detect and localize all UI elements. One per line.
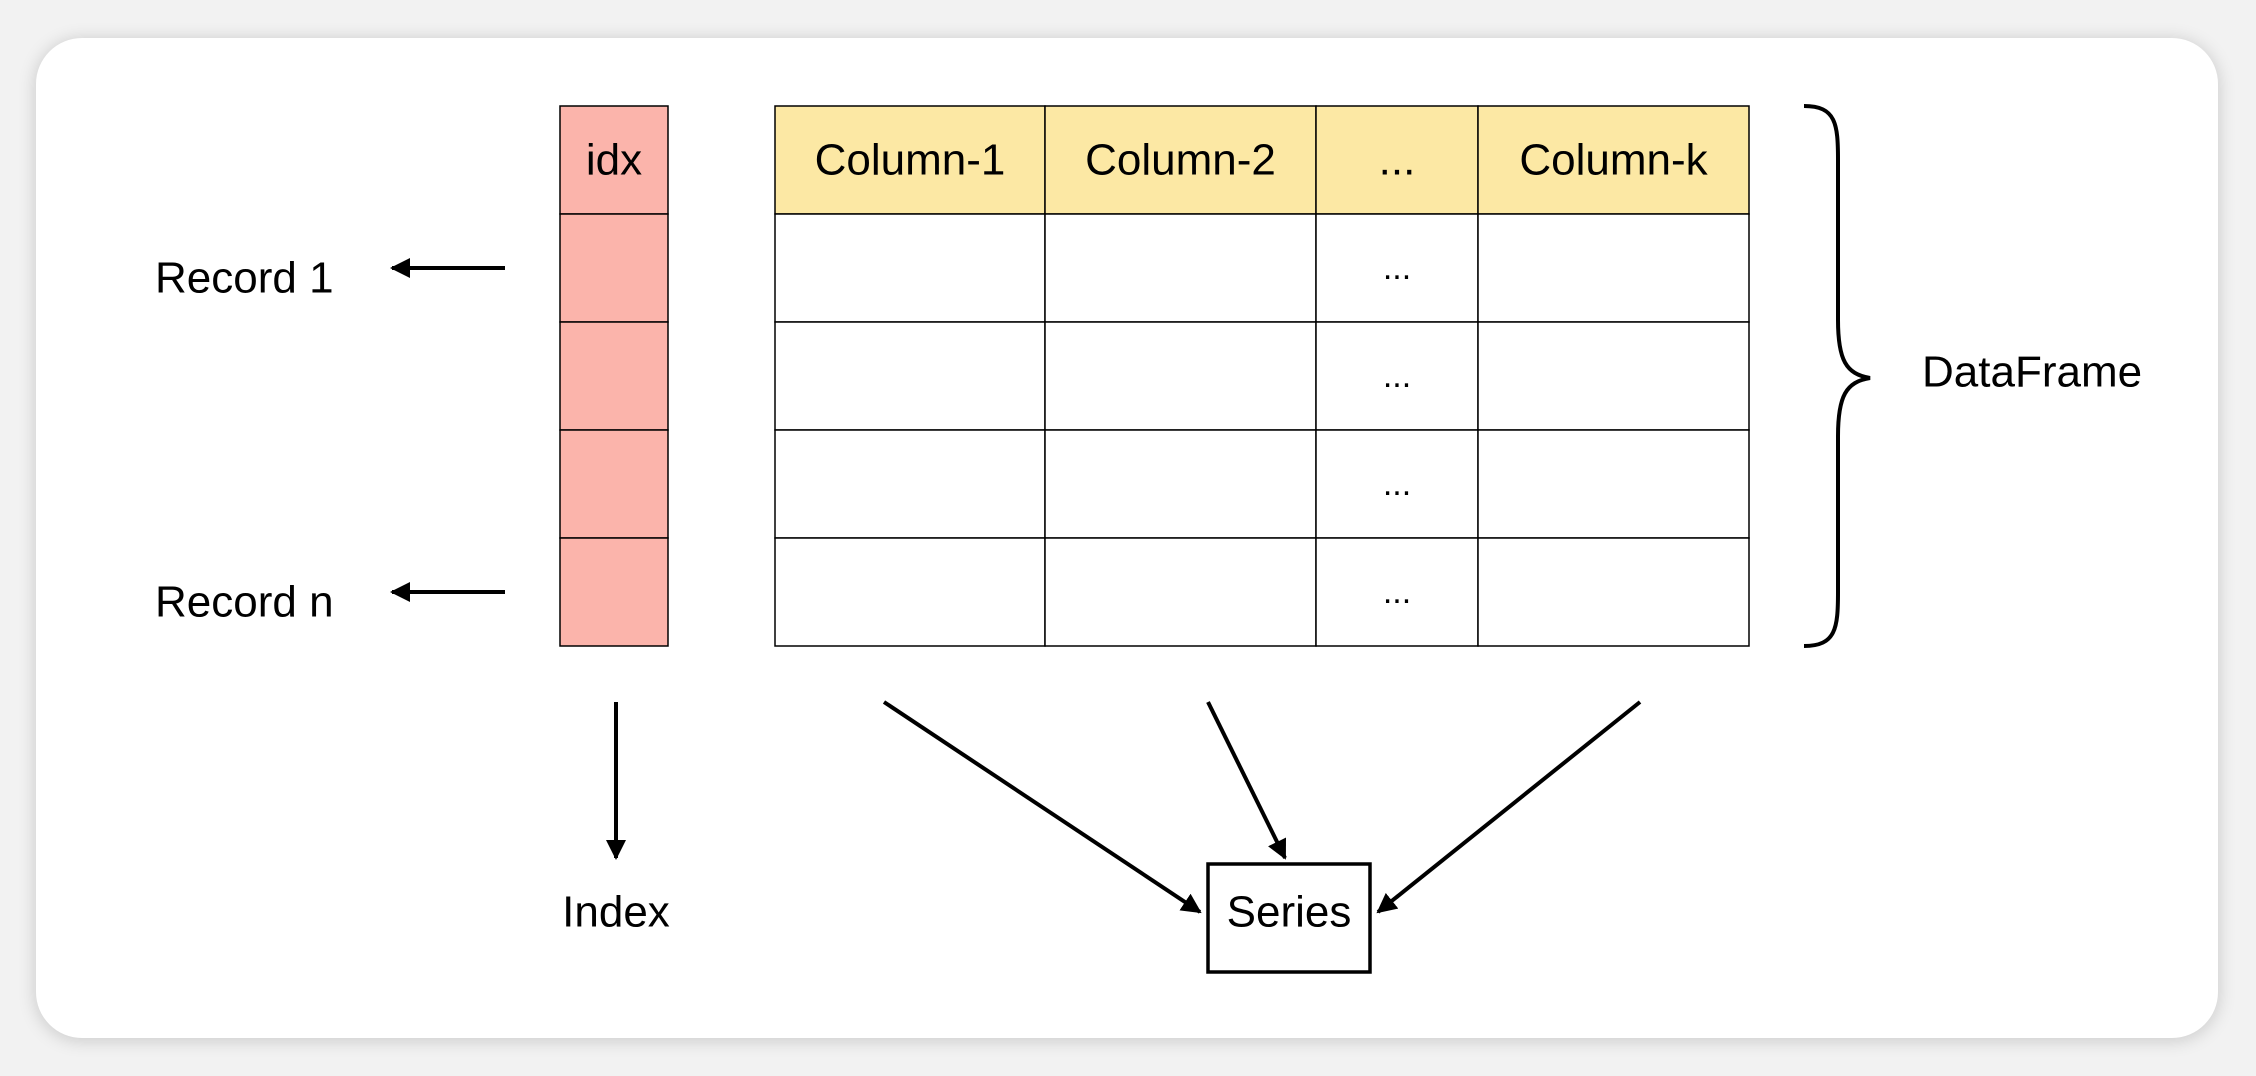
table-cell-value: ... bbox=[1383, 249, 1411, 287]
record-n-group: Record n bbox=[155, 578, 505, 627]
index-cells bbox=[559, 213, 669, 647]
index-cell bbox=[559, 429, 669, 539]
series-box bbox=[1206, 862, 1372, 974]
index-column: idx bbox=[559, 105, 669, 647]
table-cell-value: ... bbox=[1383, 465, 1411, 503]
table-cell bbox=[774, 213, 1046, 323]
column-header-label: ... bbox=[1379, 136, 1416, 185]
dataframe-table: Column-1 Column-2... Column-k ............ bbox=[774, 105, 1750, 647]
dataframe-brace bbox=[1803, 104, 1871, 648]
table-cell-value: ... bbox=[1383, 573, 1411, 611]
series-arrow-middle bbox=[1206, 701, 1287, 860]
table-cell bbox=[1044, 429, 1317, 539]
column-header-cell bbox=[1315, 105, 1479, 215]
table-cell bbox=[1044, 537, 1317, 647]
series-arrow-right bbox=[1376, 700, 1642, 914]
series-label: Series bbox=[1227, 888, 1352, 937]
index-header-label: idx bbox=[586, 136, 642, 185]
column-header-row: Column-1 Column-2... Column-k bbox=[774, 105, 1750, 215]
table-cell-value: ... bbox=[1383, 357, 1411, 395]
table-cell bbox=[1044, 321, 1317, 431]
record-n-label: Record n bbox=[155, 578, 334, 627]
index-header-cell bbox=[559, 105, 669, 215]
column-header-label: Column-2 bbox=[1085, 136, 1276, 185]
table-cell bbox=[1477, 213, 1750, 323]
table-cell bbox=[1315, 429, 1479, 539]
index-group: Index bbox=[562, 702, 670, 937]
index-cell bbox=[559, 213, 669, 323]
series-arrow-left bbox=[882, 700, 1202, 914]
index-cell bbox=[559, 537, 669, 647]
record-1-label: Record 1 bbox=[155, 254, 334, 303]
column-header-cell bbox=[774, 105, 1046, 215]
dataframe-label: DataFrame bbox=[1922, 348, 2142, 397]
table-body: ............ bbox=[774, 213, 1750, 647]
table-cell bbox=[774, 429, 1046, 539]
index-label: Index bbox=[562, 888, 670, 937]
record-1-group: Record 1 bbox=[155, 254, 505, 303]
column-header-label: Column-k bbox=[1519, 136, 1708, 185]
table-cell bbox=[1044, 213, 1317, 323]
table-cell bbox=[1477, 321, 1750, 431]
column-header-cell bbox=[1044, 105, 1317, 215]
table-cell bbox=[1315, 537, 1479, 647]
table-cell bbox=[774, 321, 1046, 431]
table-cell bbox=[1477, 429, 1750, 539]
column-header-label: Column-1 bbox=[815, 136, 1006, 185]
table-cell bbox=[1477, 537, 1750, 647]
table-cell bbox=[774, 537, 1046, 647]
table-cell bbox=[1315, 321, 1479, 431]
dataframe-brace-group: DataFrame bbox=[1803, 104, 2142, 648]
series-group: Series bbox=[882, 700, 1642, 974]
index-cell bbox=[559, 321, 669, 431]
